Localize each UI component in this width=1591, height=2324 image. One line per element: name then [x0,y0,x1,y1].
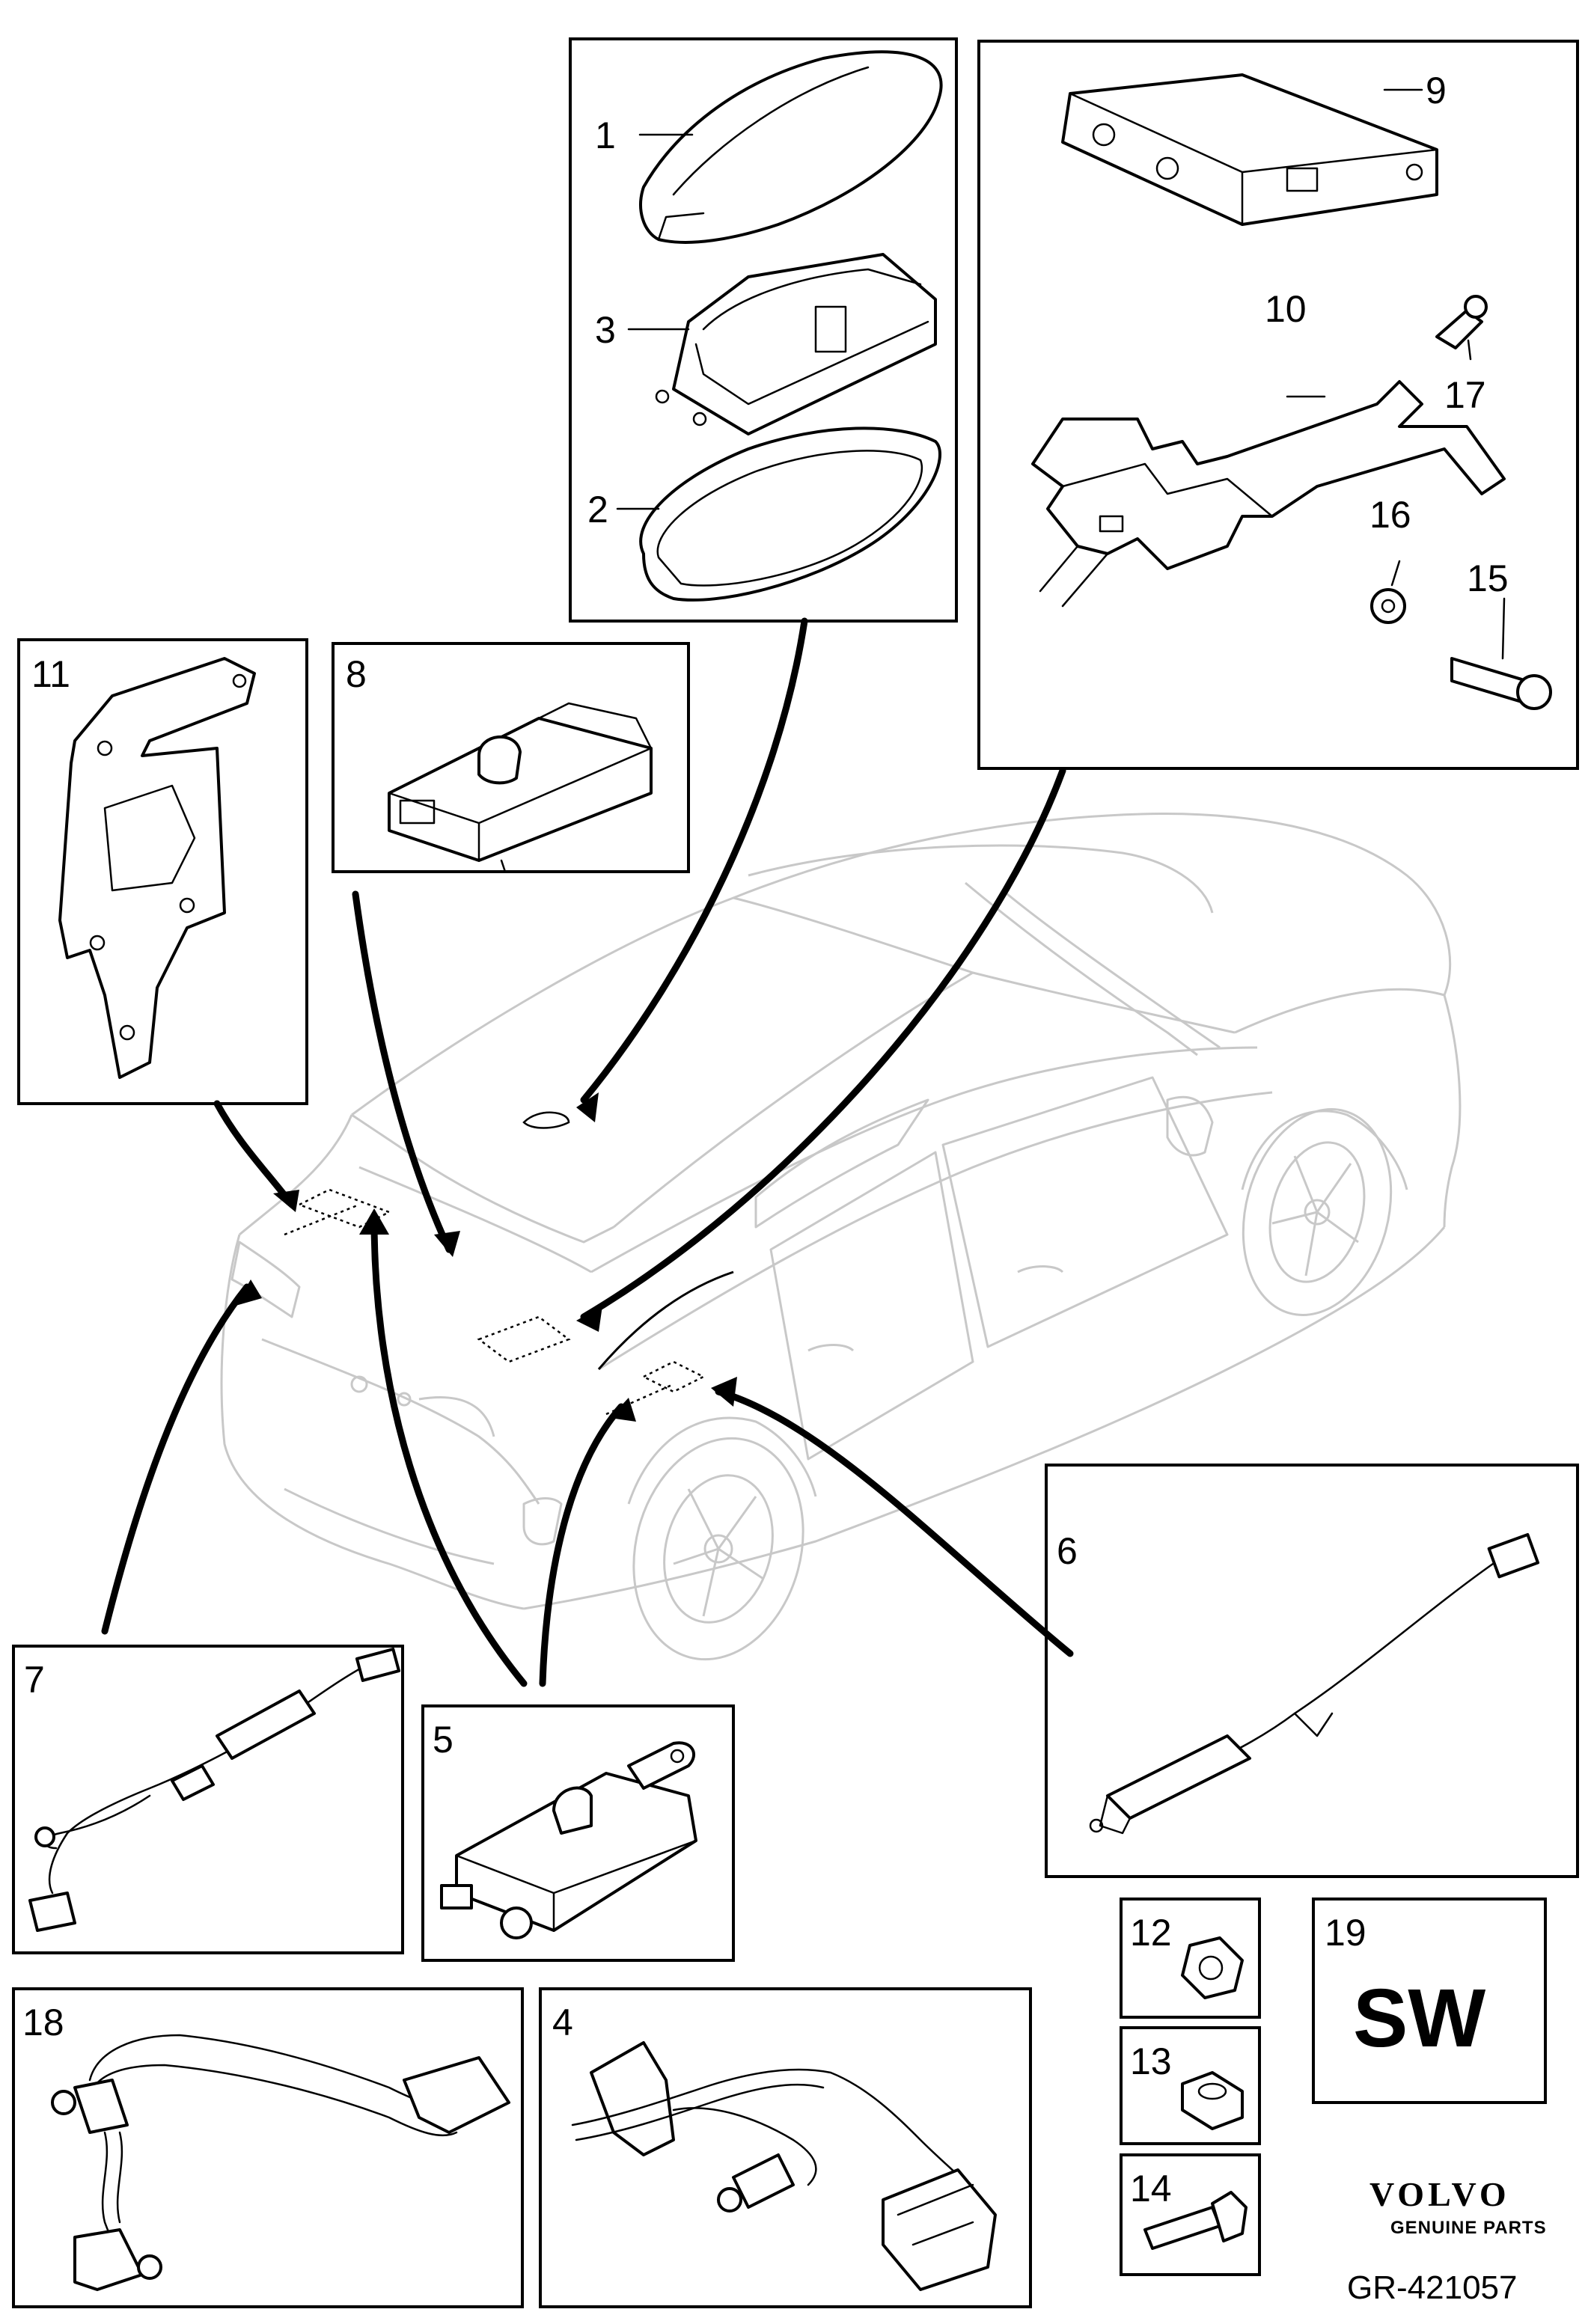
antenna-gasket [639,426,941,602]
washer-16 [1370,588,1406,624]
module-8 [388,717,653,862]
connector-4a [732,2153,795,2209]
leader-11 [213,1100,296,1208]
box-module-5 [421,1704,735,1962]
callout-15: 15 [1467,557,1509,599]
callout-1: 1 [595,114,616,156]
leader-1-3 [580,617,808,1104]
box-cable-7 [12,1645,404,1954]
callout-11: 11 [31,653,70,695]
cable-6 [1218,1562,1494,1760]
callout-19: 19 [1325,1912,1366,1954]
harness-4 [571,2068,997,2216]
arrow-heads [236,1092,737,1422]
nut-13 [1181,2071,1244,2130]
antenna-base [672,253,937,435]
filter-box-6 [1106,1734,1251,1820]
leader-9-10 [580,767,1066,1321]
leader-5a [370,1216,528,1687]
software-label: SW [1353,1972,1485,2064]
screw-15 [1450,657,1528,705]
box-bolt-14 [1120,2153,1261,2276]
callout-9: 9 [1426,70,1447,111]
leader-lines [101,617,1074,1687]
connector-18c [73,2228,144,2291]
callout-5: 5 [433,1719,454,1761]
install-location-markers [284,1111,734,1416]
diagram-reference: GR-421057 [1347,2269,1517,2306]
volvo-branding: VOLVO GENUINE PARTS GR-421057 [1347,2175,1547,2306]
box-control-module-bracket [977,40,1579,770]
callout-8: 8 [346,653,367,695]
connector-4b [882,2168,997,2291]
bracket-4 [590,2041,675,2156]
bolt-14 [1143,2206,1221,2250]
box-module-8 [332,642,690,873]
box-nut-13 [1120,2026,1261,2145]
callout-3: 3 [595,309,616,351]
box-antenna-assembly [569,37,958,623]
connector-18a [403,2056,510,2134]
callout-18: 18 [22,2002,64,2043]
callout-2: 2 [587,489,608,530]
volvo-logo: VOLVO [1369,2175,1510,2213]
mounting-bracket [1031,380,1506,570]
harness-18 [88,2034,458,2112]
leader-8 [352,890,453,1253]
flange-nut-12 [1181,1936,1244,1999]
shark-fin-cover [639,50,943,244]
connector-6 [1487,1532,1540,1579]
bolt-17 [1435,309,1483,349]
leader-7 [101,1283,251,1635]
callout-7: 7 [24,1659,45,1701]
box-cable-6 [1045,1464,1579,1878]
cable-7 [48,1660,376,1895]
box-harness-4 [539,1987,1032,2308]
box-software-19 [1312,1898,1547,2104]
connector-7 [28,1892,76,1932]
callout-17: 17 [1444,374,1486,416]
vehicle-outline [220,813,1462,1661]
leader-5b [539,1403,625,1687]
callout-labels: 1 3 2 9 10 17 16 15 11 8 7 5 6 12 13 14 … [22,70,1509,2210]
control-module [1061,73,1438,226]
box-harness-18 [12,1987,524,2308]
box-nut-12 [1120,1898,1261,2019]
callout-12: 12 [1130,1912,1172,1954]
callout-10: 10 [1265,288,1307,330]
callout-6: 6 [1057,1530,1078,1572]
callout-13: 13 [1130,2040,1172,2082]
genuine-parts-label: GENUINE PARTS [1390,2218,1547,2238]
connector-18b [73,2079,129,2134]
leader-6 [715,1388,1074,1657]
callout-16: 16 [1369,494,1411,536]
callout-14: 14 [1130,2168,1172,2210]
box-rear-bracket [17,638,308,1105]
bracket-11 [58,657,256,1079]
callout-4: 4 [552,2002,573,2043]
